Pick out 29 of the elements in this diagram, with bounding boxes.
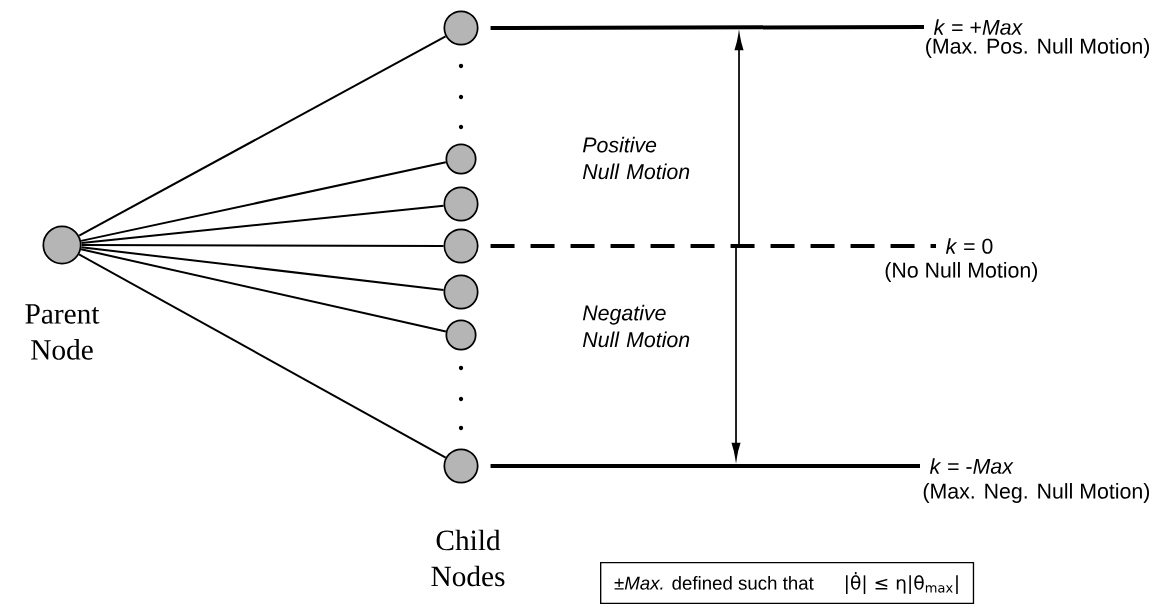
connector-line <box>80 244 445 247</box>
level-line <box>490 464 920 468</box>
connector-line <box>80 204 445 244</box>
connector-line <box>80 161 447 242</box>
connector-line <box>78 253 447 459</box>
region-label: Positive Null Motion <box>582 136 690 180</box>
node-circle <box>443 448 479 484</box>
connector-line <box>80 248 447 333</box>
connector-line <box>78 35 447 237</box>
node-circle <box>445 319 477 351</box>
node-circle <box>42 225 82 265</box>
connector-line <box>80 246 445 291</box>
level-line <box>490 25 924 30</box>
node-circle <box>443 186 479 222</box>
definition-box: ±Max. defined such that |θ̇| ≤ η|θ$_{max}$| <box>600 562 975 604</box>
level-label: k = 0 <box>945 238 993 254</box>
node-circle <box>443 10 479 46</box>
level-label: k = -Max <box>929 458 1014 474</box>
region-label: Negative Null Motion <box>582 304 690 348</box>
level-caption: (No Null Motion) <box>885 262 1038 282</box>
node-caption: Parent Node <box>25 304 100 360</box>
level-caption: (Max. Pos. Null Motion) <box>926 38 1150 58</box>
level-label: k = +Max <box>933 19 1023 35</box>
group-caption: Child Nodes <box>431 529 505 587</box>
level-line <box>490 244 936 248</box>
node-circle <box>443 274 479 310</box>
node-circle <box>443 228 479 264</box>
level-caption: (Max. Neg. Null Motion) <box>923 483 1150 503</box>
node-circle <box>445 143 477 175</box>
